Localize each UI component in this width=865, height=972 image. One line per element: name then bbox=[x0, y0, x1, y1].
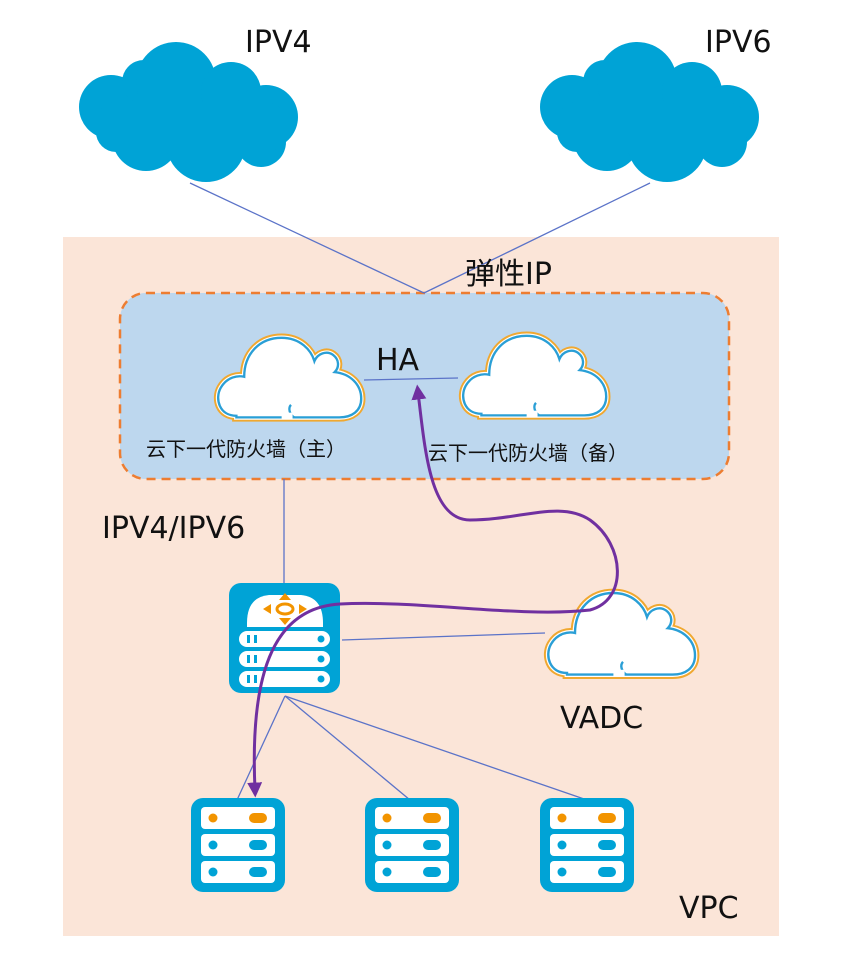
ipv4-label: IPV4 bbox=[245, 25, 312, 60]
vpc-label: VPC bbox=[679, 891, 739, 926]
elastic-ip-label: 弹性IP bbox=[465, 257, 552, 292]
ha-label: HA bbox=[376, 343, 420, 378]
load-balancer-switch-icon bbox=[229, 583, 340, 693]
server-icon bbox=[191, 798, 285, 892]
link-ha bbox=[363, 377, 459, 381]
traffic-flow-arrow bbox=[247, 384, 619, 798]
uplink-label: IPV4/IPV6 bbox=[102, 511, 245, 546]
link-ipv6-to-elastic-ip bbox=[423, 182, 651, 294]
vadc-label: VADC bbox=[560, 701, 643, 736]
ipv6-label: IPV6 bbox=[705, 25, 772, 60]
server-icon bbox=[365, 798, 459, 892]
standby-firewall-label: 云下一代防火墙（备） bbox=[428, 441, 628, 465]
server-icon bbox=[540, 798, 634, 892]
ipv4-internet-cloud-icon bbox=[79, 42, 298, 182]
ipv6-internet-cloud-icon bbox=[540, 42, 759, 182]
primary-firewall-label: 云下一代防火墙（主） bbox=[146, 437, 346, 461]
link-ipv4-to-elastic-ip bbox=[189, 182, 425, 294]
